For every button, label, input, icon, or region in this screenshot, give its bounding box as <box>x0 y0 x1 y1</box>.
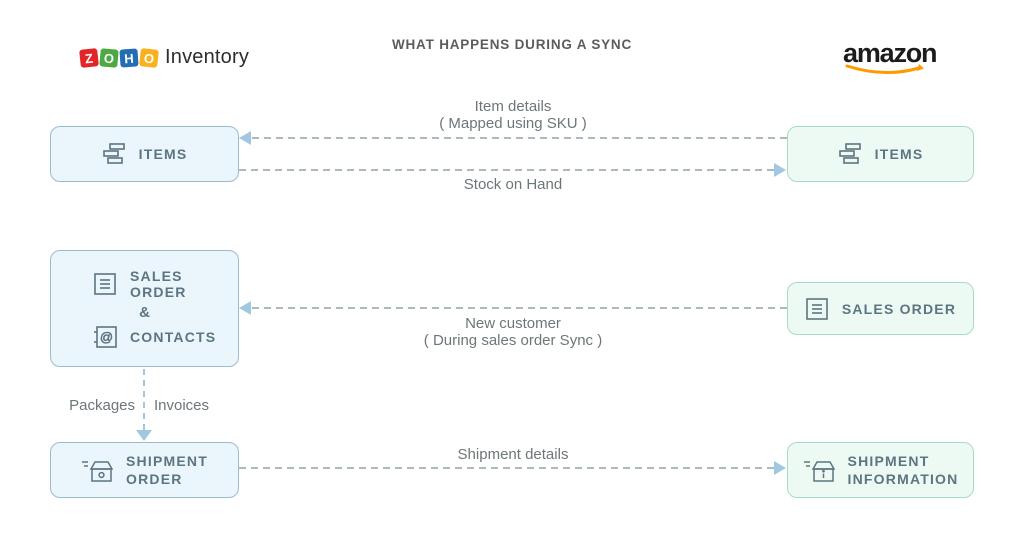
zoho-sales-contacts-box: SALES ORDER & @ CONTACTS <box>50 250 239 367</box>
amazon-shipment-information-label: SHIPMENT INFORMATION <box>847 453 959 487</box>
zoho-product-name: Inventory <box>165 46 250 68</box>
zoho-sales-order-label: SALES ORDER <box>130 268 187 300</box>
amazon-sales-order-box: SALES ORDER <box>787 282 974 335</box>
items-icon <box>102 143 126 165</box>
packages-invoices-arrow-line <box>143 369 145 433</box>
svg-text:@: @ <box>100 330 113 345</box>
zoho-shipment-order-label: SHIPMENT ORDER <box>126 453 208 487</box>
amazon-items-box: ITEMS <box>787 126 974 182</box>
items-icon <box>838 143 862 165</box>
zoho-contacts-label: CONTACTS <box>130 329 217 345</box>
invoices-label: Invoices <box>154 397 210 414</box>
zoho-inventory-logo: Z O H O Inventory <box>79 46 250 69</box>
page-title: WHAT HAPPENS DURING A SYNC <box>391 37 633 52</box>
amazon-shipment-information-box: SHIPMENT INFORMATION <box>787 442 974 498</box>
sales-order-icon <box>93 272 117 296</box>
item-details-arrowhead <box>239 131 251 145</box>
shipment-box-icon <box>81 457 114 483</box>
ampersand-label: & <box>139 304 150 321</box>
amazon-wordmark: amazon <box>843 38 938 68</box>
shipment-info-icon <box>803 457 835 483</box>
amazon-sales-order-label: SALES ORDER <box>841 300 957 317</box>
new-customer-label: New customer ( During sales order Sync ) <box>423 315 603 349</box>
new-customer-arrowhead <box>239 301 251 315</box>
shipment-details-label: Shipment details <box>457 446 569 463</box>
item-details-label: Item details ( Mapped using SKU ) <box>439 98 587 132</box>
stock-on-hand-label: Stock on Hand <box>463 176 563 193</box>
amazon-items-label: ITEMS <box>874 146 924 162</box>
amazon-logo: amazon <box>843 40 943 76</box>
packages-invoices-arrowhead <box>136 430 152 441</box>
zoho-items-box: ITEMS <box>50 126 239 182</box>
shipment-details-arrow-line <box>239 467 774 469</box>
amazon-smile-icon <box>845 64 924 75</box>
zoho-items-label: ITEMS <box>138 146 188 162</box>
packages-label: Packages <box>69 397 135 414</box>
item-details-arrow-line <box>252 137 787 139</box>
shipment-details-arrowhead <box>774 461 786 475</box>
contacts-icon: @ <box>93 325 117 349</box>
stock-on-hand-arrowhead <box>774 163 786 177</box>
zoho-shipment-order-box: SHIPMENT ORDER <box>50 442 239 498</box>
sales-order-icon <box>805 297 829 321</box>
stock-on-hand-arrow-line <box>239 169 774 171</box>
new-customer-arrow-line <box>252 307 787 309</box>
